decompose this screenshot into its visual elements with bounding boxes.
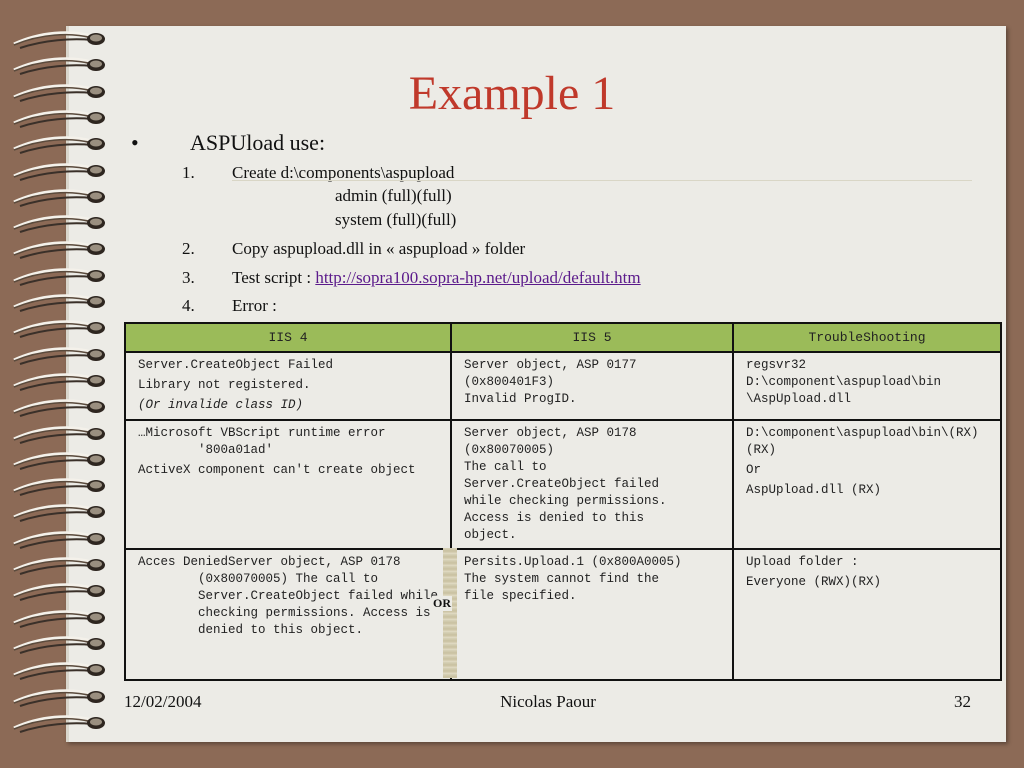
test-script-link[interactable]: http://sopra100.sopra-hp.net/upload/defa… xyxy=(315,268,641,287)
binding-ring xyxy=(13,557,105,575)
binding-ring xyxy=(13,452,105,470)
binding-ring xyxy=(13,267,105,286)
step-text: Error : xyxy=(232,296,277,315)
binding-ring xyxy=(13,320,105,339)
binding-ring xyxy=(13,583,105,602)
step-text: Create d:\components\aspupload xyxy=(232,163,455,182)
error-table: IIS 4 IIS 5 TroubleShooting Server.Creat… xyxy=(124,322,1002,681)
footer-author: Nicolas Paour xyxy=(500,692,596,711)
binding-ring xyxy=(13,31,105,49)
table-cell: Upload folder : Everyone (RWX)(RX) xyxy=(732,548,1002,681)
cell-line: object. xyxy=(464,528,517,542)
cell-line: Server.CreateObject Failed xyxy=(138,358,334,372)
cell-line: file specified. xyxy=(464,589,577,603)
binding-ring xyxy=(13,530,105,549)
binding-ring xyxy=(13,373,105,391)
cell-line: The call to xyxy=(464,460,547,474)
cell-line: Library not registered. xyxy=(138,378,311,392)
cell-line: Everyone (RWX)(RX) xyxy=(746,575,882,589)
cell-line: D:\component\aspupload\bin xyxy=(746,375,942,389)
binding-ring xyxy=(13,241,105,260)
cell-line: (0x80070005) xyxy=(464,443,555,457)
table-cell: …Microsoft VBScript runtime error '800a0… xyxy=(124,419,452,550)
step-subline: admin (full)(full) xyxy=(335,186,452,205)
binding-ring xyxy=(13,215,105,234)
binding-ring xyxy=(13,688,105,707)
or-divider-strip xyxy=(443,548,457,678)
binding-ring xyxy=(13,399,105,418)
cell-line: (0x800401F3) xyxy=(464,375,555,389)
binding-ring xyxy=(13,162,105,181)
binding-ring xyxy=(13,715,105,733)
binding-ring xyxy=(13,346,105,365)
table-row: …Microsoft VBScript runtime error '800a0… xyxy=(124,419,1002,550)
cell-line: (Or invalide class ID) xyxy=(138,398,304,412)
table-row: Server.CreateObject Failed Library not r… xyxy=(124,351,1002,421)
cell-line: Upload folder : xyxy=(746,555,859,569)
step-number: 4. xyxy=(182,296,195,315)
binding-ring xyxy=(13,662,105,681)
cell-line: Server object, ASP 0178 xyxy=(464,426,637,440)
table-cell: Server object, ASP 0177 (0x800401F3) Inv… xyxy=(450,351,734,421)
column-header-iis4: IIS 4 xyxy=(124,322,452,353)
step-text: Copy aspupload.dll in « aspupload » fold… xyxy=(232,239,526,258)
cell-line: Acces DeniedServer object, ASP 0178 (0x8… xyxy=(138,555,439,637)
cell-line: Invalid ProgID. xyxy=(464,392,577,406)
column-header-troubleshooting: TroubleShooting xyxy=(732,322,1002,353)
binding-ring xyxy=(13,636,105,654)
binding-ring xyxy=(13,609,105,628)
cell-line: \AspUpload.dll xyxy=(746,392,852,406)
cell-line: Persits.Upload.1 (0x800A0005) xyxy=(464,555,682,569)
footer-date: 12/02/2004 xyxy=(124,692,202,711)
table-cell: Acces DeniedServer object, ASP 0178 (0x8… xyxy=(124,548,452,681)
binding-ring xyxy=(13,425,105,444)
table-cell: regsvr32 D:\component\aspupload\bin \Asp… xyxy=(732,351,1002,421)
table-cell: Server object, ASP 0178 (0x80070005) The… xyxy=(450,419,734,550)
cell-line: The system cannot find the xyxy=(464,572,660,586)
cell-line: while checking permissions. xyxy=(464,494,667,508)
step-number: 1. xyxy=(182,163,195,182)
binding-ring xyxy=(13,189,105,207)
table-cell: Persits.Upload.1 (0x800A0005) The system… xyxy=(450,548,734,681)
test-script-label: Test script : xyxy=(232,268,316,287)
bullet-marker: • xyxy=(131,130,139,155)
cell-line: regsvr32 xyxy=(746,358,807,372)
binding-ring xyxy=(13,294,105,312)
binding-ring xyxy=(13,478,105,497)
table-header-row: IIS 4 IIS 5 TroubleShooting xyxy=(124,322,1002,353)
table-cell: Server.CreateObject Failed Library not r… xyxy=(124,351,452,421)
step-subline: system (full)(full) xyxy=(335,210,457,229)
table-cell: D:\component\aspupload\bin\(RX)(RX) Or A… xyxy=(732,419,1002,550)
table-row: Acces DeniedServer object, ASP 0178 (0x8… xyxy=(124,548,1002,681)
divider xyxy=(232,180,972,181)
or-label: OR xyxy=(432,596,452,611)
step-number: 3. xyxy=(182,268,195,287)
cell-line: …Microsoft VBScript runtime error '800a0… xyxy=(138,426,386,457)
cell-line: D:\component\aspupload\bin\(RX)(RX) xyxy=(746,426,979,457)
footer-page-number: 32 xyxy=(954,692,971,711)
step-number: 2. xyxy=(182,239,195,258)
cell-line: ActiveX component can't create object xyxy=(138,463,416,477)
binding-ring xyxy=(13,83,105,102)
binding-ring xyxy=(13,57,105,76)
slide-title: Example 1 xyxy=(408,67,616,120)
column-header-iis5: IIS 5 xyxy=(450,322,734,353)
bullet-text: ASPUload use: xyxy=(190,130,326,155)
step-text: Test script : http://sopra100.sopra-hp.n… xyxy=(232,268,641,288)
cell-line: AspUpload.dll (RX) xyxy=(746,483,882,497)
cell-line: Access is denied to this xyxy=(464,511,645,525)
cell-line: Server.CreateObject failed xyxy=(464,477,660,491)
binding-ring xyxy=(13,504,105,523)
paper-edge xyxy=(66,26,69,742)
cell-line: Or xyxy=(746,463,762,477)
binding-ring xyxy=(13,110,105,128)
cell-line: Server object, ASP 0177 xyxy=(464,358,637,372)
binding-ring xyxy=(13,136,105,155)
